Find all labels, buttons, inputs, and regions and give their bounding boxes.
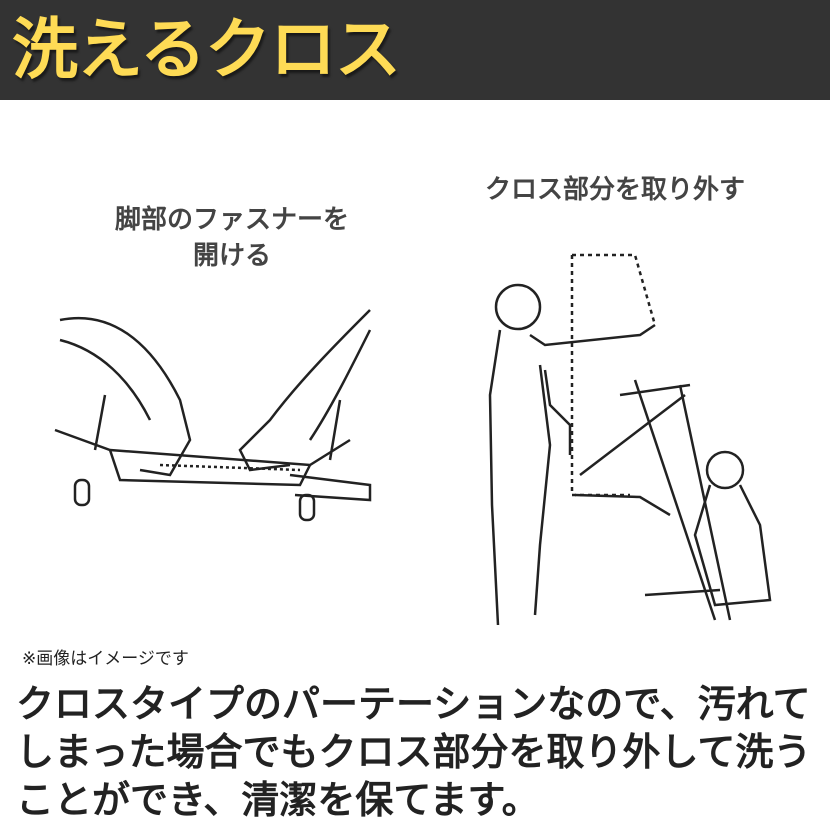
left-caption-line2: 開ける bbox=[192, 241, 271, 271]
zipper-illustration bbox=[54, 309, 372, 522]
removal-illustration bbox=[488, 253, 772, 626]
description-line1: クロスタイプのパーテーションなので、汚れて bbox=[16, 682, 811, 726]
left-caption-line1: 脚部のファスナーを bbox=[114, 205, 349, 235]
page-title: 洗えるクロス bbox=[12, 11, 401, 88]
description-line3: ことができ、清潔を保てます。 bbox=[16, 778, 540, 822]
image-note: ※画像はイメージです bbox=[22, 649, 189, 669]
description-line2: しまった場合でもクロス部分を取り外して洗う bbox=[16, 730, 812, 774]
description: クロスタイプのパーテーションなので、汚れて しまった場合でもクロス部分を取り外し… bbox=[16, 680, 811, 824]
right-caption: クロス部分を取り外す bbox=[484, 175, 745, 205]
left-caption: 脚部のファスナーを 開ける bbox=[82, 202, 382, 274]
header-banner: 洗えるクロス bbox=[0, 0, 830, 100]
